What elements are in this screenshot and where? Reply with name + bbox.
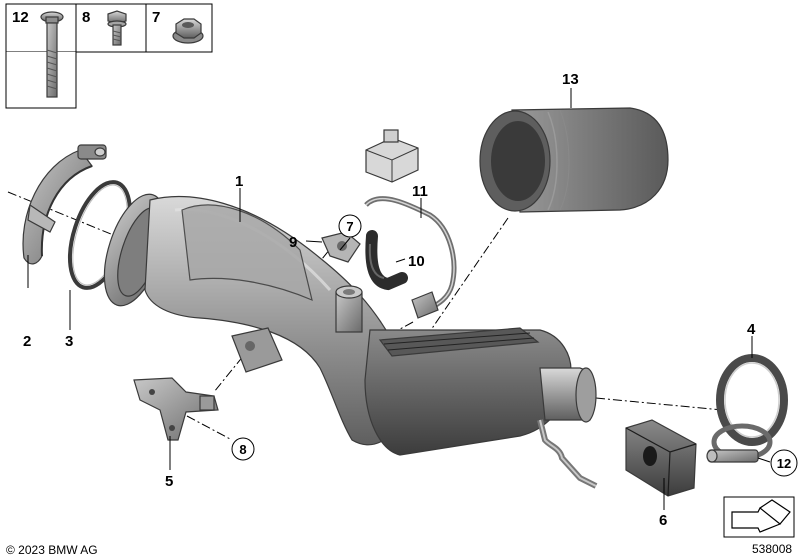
callout-7: 7: [346, 219, 353, 234]
parts-box-label-12: 12: [12, 9, 29, 26]
parts-box-item-7: 7: [152, 9, 204, 44]
callout-11: 11: [412, 183, 428, 200]
copyright-text: © 2023 BMW AG: [6, 543, 98, 557]
exhaust-clamp-part: [706, 423, 773, 463]
small-gasket-part: [321, 231, 361, 263]
parts-box-item-12: 12: [12, 9, 64, 98]
callouts: 1 2 3 4 5 6 7 8 9 10 11 12 13: [23, 71, 798, 529]
callout-7-circle: 7: [338, 214, 362, 238]
callout-13: 13: [562, 71, 579, 88]
diagram-number: 538008: [752, 542, 792, 556]
callout-3: 3: [65, 333, 73, 350]
pressure-sensor-line-part: [364, 129, 457, 319]
part-position-arrow-icon: [731, 499, 791, 533]
callout-6: 6: [659, 512, 667, 529]
callout-2: 2: [23, 333, 31, 350]
callout-9: 9: [289, 234, 297, 251]
callout-5: 5: [165, 473, 173, 490]
short-bolt-icon: [107, 10, 127, 46]
callout-10: 10: [408, 253, 425, 270]
parts-box-label-8: 8: [82, 9, 90, 26]
parts-box-label-7: 7: [152, 9, 160, 26]
callout-12: 12: [777, 456, 791, 471]
rubber-hanger-part: [625, 419, 697, 497]
bolt-with-washer-icon: [40, 11, 64, 98]
catalytic-converter-part: [103, 193, 598, 489]
v-band-clamp-part: [22, 144, 107, 265]
diagram-nav-box: [723, 496, 795, 538]
small-parts-box: 12 8 7: [5, 3, 213, 109]
footer: © 2023 BMW AG 538008: [6, 496, 795, 557]
callout-8: 8: [239, 442, 246, 457]
parts-box-item-8: 8: [82, 9, 127, 46]
callout-8-circle: 8: [231, 437, 255, 461]
leader-lines: [27, 88, 771, 510]
callout-12-circle: 12: [770, 449, 798, 477]
rubber-hose-part: [365, 230, 408, 291]
mounting-bracket-part: [133, 377, 219, 441]
callout-1: 1: [235, 173, 243, 190]
callout-4: 4: [747, 321, 756, 338]
flange-nut-icon: [172, 18, 204, 44]
insulation-sleeve-part: [479, 107, 669, 213]
